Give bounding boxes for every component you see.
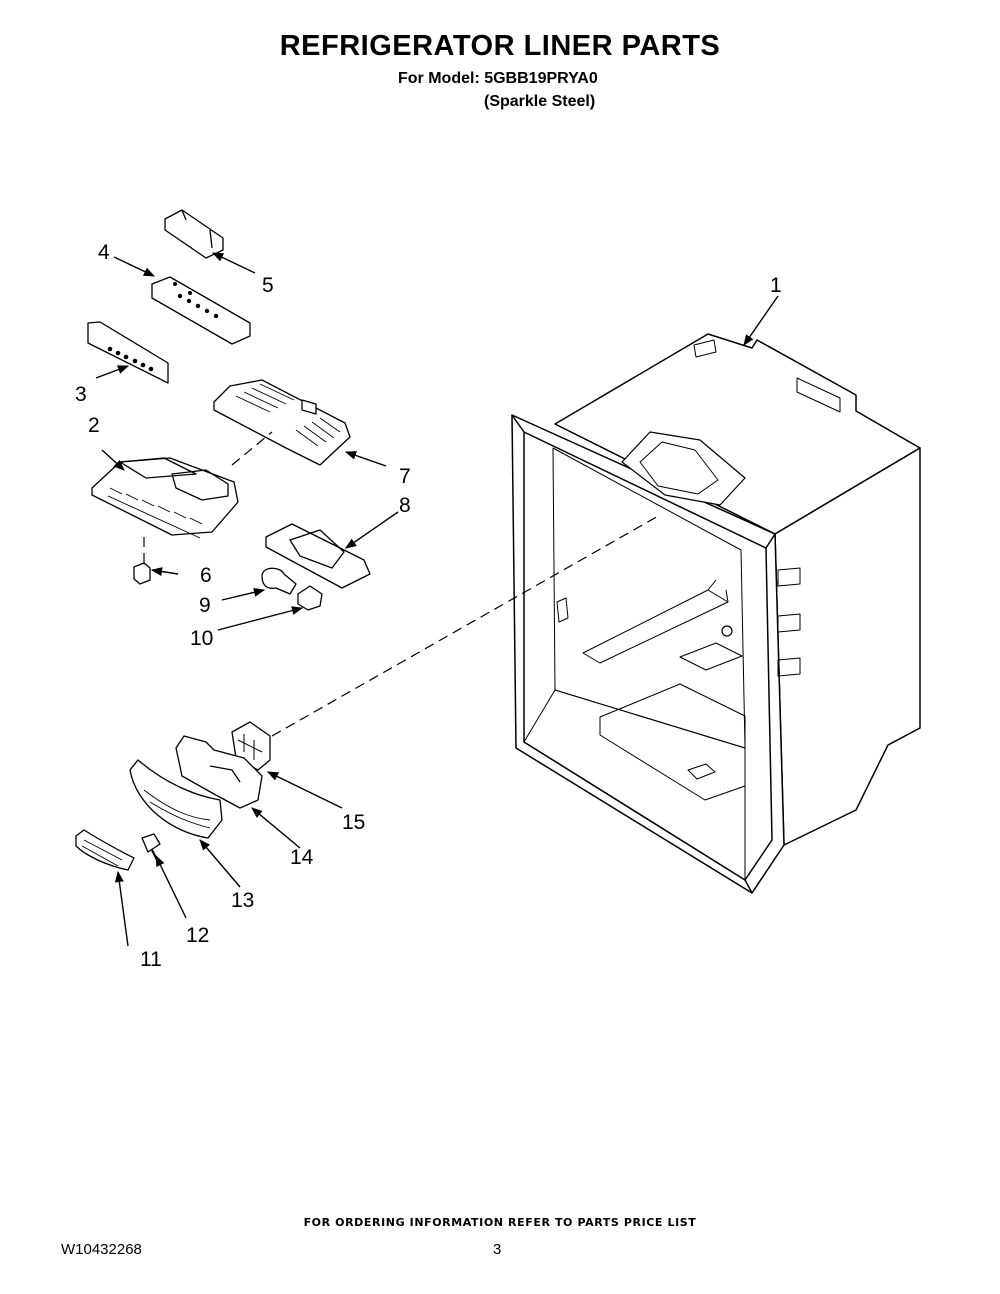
- callout-9: 9: [199, 594, 211, 617]
- part-2-housing: [91, 457, 239, 536]
- liner-box-illustration: [511, 333, 921, 894]
- ordering-info: FOR ORDERING INFORMATION REFER TO PARTS …: [303, 1216, 697, 1229]
- variant-line: (Sparkle Steel): [484, 93, 596, 110]
- assembly-lines: [143, 431, 661, 737]
- part-9-bulb: [261, 567, 297, 595]
- part-12-screw: [141, 833, 161, 853]
- callout-15: 15: [342, 811, 365, 834]
- callout-11: 11: [140, 948, 162, 971]
- callout-4: 4: [98, 241, 110, 264]
- callout-8: 8: [399, 494, 411, 517]
- page-title: REFRIGERATOR LINER PARTS: [279, 30, 721, 62]
- part-6-switch: [133, 562, 151, 585]
- callout-6: 6: [200, 564, 212, 587]
- callout-3: 3: [75, 383, 87, 406]
- callout-2: 2: [88, 414, 100, 437]
- callout-14: 14: [290, 846, 314, 869]
- page-number: 3: [493, 1241, 502, 1258]
- part-3-overlay: [87, 321, 169, 384]
- part-4-housing: [151, 276, 251, 345]
- callout-1: 1: [770, 274, 782, 297]
- part-7-cover: [213, 379, 351, 466]
- parts-group: [75, 209, 371, 871]
- part-5-bracket: [164, 209, 224, 259]
- callout-7: 7: [399, 465, 411, 488]
- callout-13: 13: [231, 889, 254, 912]
- leader-arrows: [95, 252, 779, 947]
- part-14-bracket: [175, 735, 263, 809]
- callout-12: 12: [186, 924, 209, 947]
- document-number: W10432268: [61, 1241, 142, 1258]
- part-11-badge: [75, 829, 135, 871]
- part-10-socket: [297, 585, 323, 611]
- model-line: For Model: 5GBB19PRYA0: [398, 70, 598, 87]
- callout-10: 10: [190, 627, 213, 650]
- callout-5: 5: [262, 274, 274, 297]
